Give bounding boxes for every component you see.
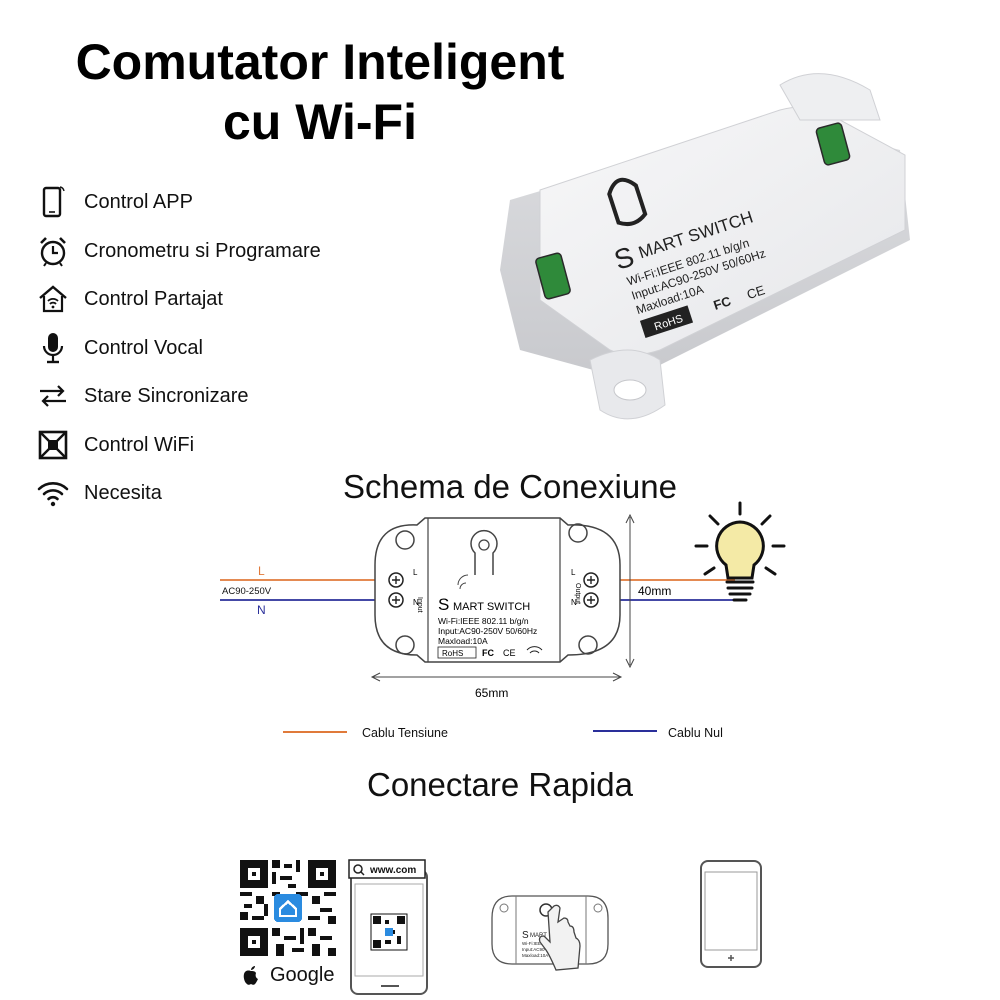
feature-label: Control WiFi [84, 433, 195, 456]
phone-browser-icon: www.com [348, 859, 428, 995]
schema-fc: FC [482, 648, 494, 658]
light-bulb-icon [694, 501, 786, 602]
feature-label: Cronometru si Programare [84, 239, 321, 262]
term-in-L: L [413, 568, 418, 577]
feature-shared: Control Partajat [36, 279, 396, 319]
dim-height: 40mm [638, 584, 671, 598]
apple-icon [243, 966, 258, 985]
phone-icon [36, 185, 70, 219]
google-label: Google [270, 964, 335, 986]
schema-spec-1: Wi-Fi:IEEE 802.11 b/g/n [438, 616, 529, 626]
device-outline [374, 517, 621, 663]
legend-live-label: Cablu Tensiune [362, 726, 448, 740]
microphone-icon [36, 331, 70, 365]
dim-width: 65mm [475, 686, 508, 700]
device-ce: CE [745, 282, 767, 302]
feature-control-app: Control APP [36, 182, 396, 222]
title-line-2: cu Wi-Fi [223, 94, 417, 150]
device-fc: FC [712, 293, 734, 313]
feature-label: Necesita [84, 481, 162, 504]
feature-label: Control Vocal [84, 336, 203, 359]
feature-wifi-control: Control WiFi [36, 425, 396, 465]
product-image: S MART SWITCH Wi-Fi:IEEE 802.11 b/g/n In… [500, 73, 910, 420]
label-L: L [258, 564, 265, 578]
box-x-icon [36, 428, 70, 462]
term-out-L: L [571, 568, 576, 577]
feature-label: Control APP [84, 190, 193, 213]
schema-brand-initial: S [438, 595, 449, 614]
feature-voice: Control Vocal [36, 328, 396, 368]
wifi-icon [36, 476, 70, 510]
press-spec-3: Maxload:10A [522, 953, 548, 958]
schema-spec-2: Input:AC90-250V 50/60Hz [438, 626, 537, 636]
schema-heading: Schema de Conexiune [343, 468, 677, 505]
feature-label: Control Partajat [84, 287, 223, 310]
voltage-label: AC90-250V [222, 586, 272, 597]
output-label: Output [574, 583, 581, 604]
url-label: www.com [369, 865, 416, 876]
wiring-diagram: L N Input L N Output S MART SWITCH Wi-Fi… [220, 513, 735, 700]
feature-sync: Stare Sincronizare [36, 376, 396, 416]
label-N: N [257, 603, 266, 617]
legend-live-swatch [283, 731, 347, 733]
quick-heading: Conectare Rapida [367, 766, 633, 803]
schema-brand: MART SWITCH [453, 601, 530, 613]
sync-arrows-icon [36, 379, 70, 413]
press-button-illustration: S MART SWITCH Wi-Fi:IEEE 802.11 b/g/n In… [491, 895, 609, 971]
term-out-N: N [571, 598, 577, 607]
title-line-1: Comutator Inteligent [75, 34, 565, 90]
alarm-clock-icon [36, 234, 70, 268]
schema-spec-3: Maxload:10A [438, 636, 488, 646]
phone-icon-blank [700, 860, 762, 968]
schema-ce: CE [503, 648, 516, 658]
feature-label: Stare Sincronizare [84, 384, 249, 407]
page-title: Comutator Inteligent cu Wi-Fi [30, 32, 610, 152]
legend-neutral-label: Cablu Nul [668, 726, 723, 740]
finger-icon [538, 904, 581, 971]
legend-neutral-swatch [593, 730, 657, 732]
feature-requires: Necesita [36, 473, 396, 513]
term-in-N: N [413, 598, 419, 607]
input-label: Input [416, 597, 423, 613]
feature-timer: Cronometru si Programare [36, 231, 396, 271]
qr-code-icon [240, 860, 336, 956]
home-wifi-icon [36, 282, 70, 316]
schema-rohs: RoHS [442, 649, 463, 658]
press-brand-initial: S [522, 930, 529, 941]
